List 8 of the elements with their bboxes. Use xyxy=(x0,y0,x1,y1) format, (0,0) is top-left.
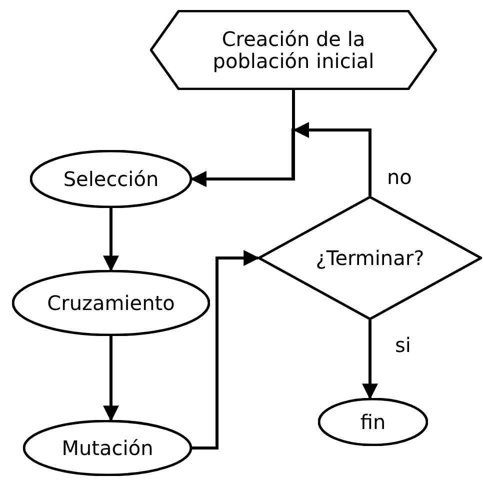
node-label: Mutación xyxy=(62,437,154,459)
node-label: ¿Terminar? xyxy=(316,247,424,269)
node-label: Cruzamiento xyxy=(47,292,175,314)
decision-diamond xyxy=(258,196,482,320)
node-label: Creación de la población inicial xyxy=(212,28,376,72)
node-label: fin xyxy=(360,411,386,433)
start-hexagon xyxy=(150,10,437,90)
node-label: Selección xyxy=(63,168,159,190)
